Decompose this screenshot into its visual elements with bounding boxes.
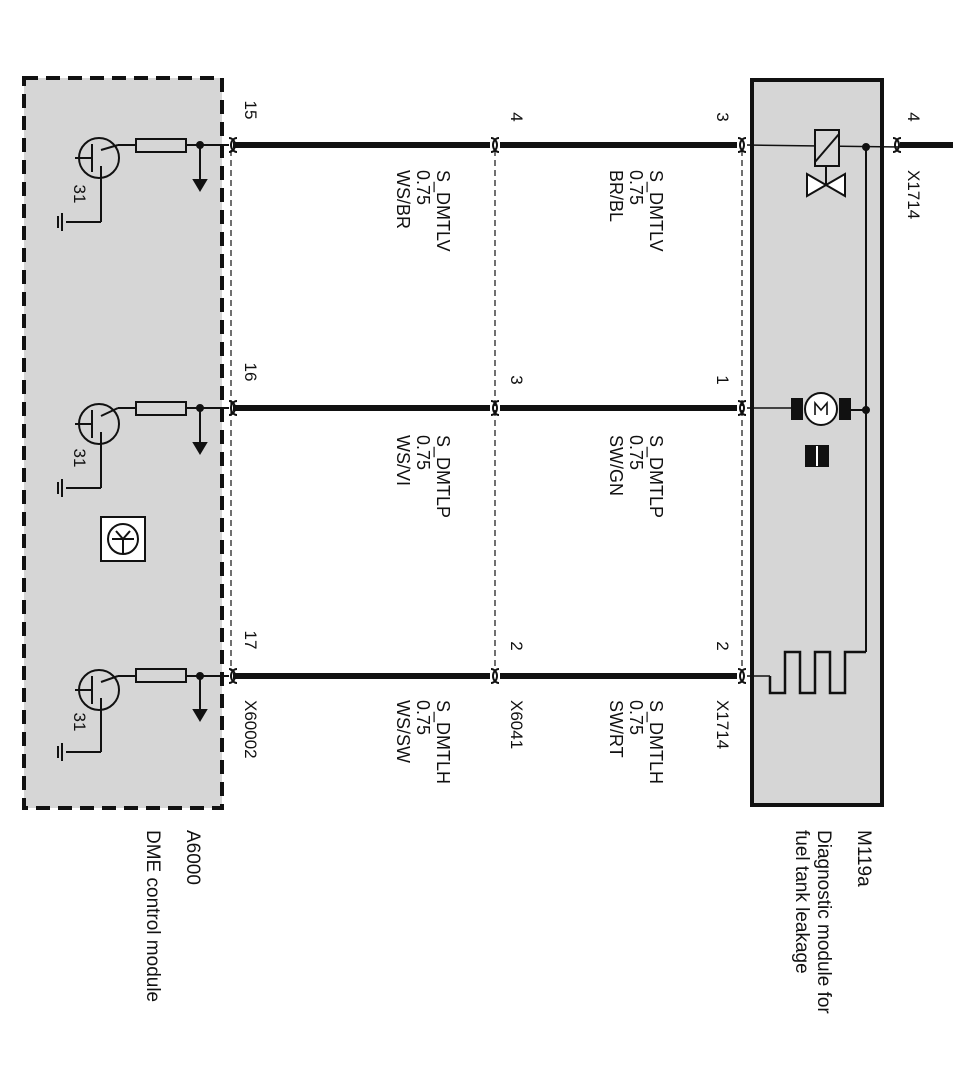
wire-gauge: 0.75 [626, 700, 646, 735]
wire-gauge: 0.75 [626, 435, 646, 470]
wire-gauge: 0.75 [413, 700, 433, 735]
wire-signal: S_DMTLV [645, 170, 666, 252]
wire-color: BR/BL [606, 170, 626, 222]
m119a-module-box [750, 78, 884, 807]
a6000-module-label: A6000 DME control module [142, 830, 203, 1002]
wire-color: WS/BR [393, 170, 413, 229]
wire-signal: S_DMTLH [432, 700, 453, 784]
ground-symbols [57, 213, 63, 761]
internal-supply-bus [850, 143, 870, 652]
wire-signal: S_DMTLV [432, 170, 453, 252]
pump-motor-icon [791, 392, 851, 467]
a6000-pin-15: 15 [241, 101, 260, 120]
x1714-pin-1: 1 [713, 375, 732, 384]
connector-x1714: X1714 [713, 700, 732, 749]
x6041-pin-4: 4 [507, 112, 526, 121]
transistor-driver-1 [66, 137, 229, 223]
connector-x6041: X6041 [507, 700, 526, 749]
top-right-pin-4: 4 [904, 112, 923, 121]
connector-terminals [228, 137, 902, 684]
wire-gauge: 0.75 [413, 170, 433, 205]
wire-label-left-2: S_DMTLP 0.75 WS/VI [393, 435, 453, 518]
wire-label-left-3: S_DMTLH 0.75 WS/SW [393, 700, 453, 784]
solenoid-valve-icon [806, 129, 846, 198]
a6000-module-box [22, 76, 224, 810]
x1714-pin-3: 3 [713, 112, 732, 121]
wire-signal: S_DMTLP [432, 435, 453, 518]
wire-color: SW/RT [606, 700, 626, 758]
wire-label-right-3: S_DMTLH 0.75 SW/RT [606, 700, 666, 784]
wire-gauge: 0.75 [626, 170, 646, 205]
m119a-name-line1: Diagnostic module for [813, 830, 834, 1014]
a6000-id: A6000 [182, 830, 203, 885]
wire-signal: S_DMTLP [645, 435, 666, 518]
wire-signal: S_DMTLH [645, 700, 666, 784]
wire-s-dmtlv [233, 142, 953, 148]
m119a-id: M119a [853, 830, 874, 887]
wire-label-right-2: S_DMTLP 0.75 SW/GN [606, 435, 666, 518]
ground-31-label-1: 31 [70, 185, 89, 204]
a6000-pin-17: 17 [241, 631, 260, 650]
x6041-pin-3: 3 [507, 375, 526, 384]
ground-31-label-3: 31 [70, 713, 89, 732]
transistor-driver-3 [66, 668, 229, 753]
ground-31-label-2: 31 [70, 449, 89, 468]
transistor-symbol-icon [100, 516, 146, 562]
m119a-module-label: M119a Diagnostic module for fuel tank le… [791, 830, 874, 1014]
connector-x1714-top: X1714 [904, 170, 923, 219]
wire-label-right-1: S_DMTLV 0.75 BR/BL [606, 170, 666, 252]
x6041-pin-2: 2 [507, 641, 526, 650]
transistor-driver-2 [66, 401, 229, 489]
a6000-name: DME control module [142, 830, 163, 1002]
x1714-pin-2: 2 [713, 641, 732, 650]
wire-gauge: 0.75 [413, 435, 433, 470]
m119a-name-line2: fuel tank leakage [791, 830, 812, 974]
wire-color: SW/GN [606, 435, 626, 496]
wire-color: WS/VI [393, 435, 413, 486]
heater-element-icon [768, 650, 866, 695]
wire-label-left-1: S_DMTLV 0.75 WS/BR [393, 170, 453, 252]
a6000-pin-16: 16 [241, 363, 260, 382]
connector-x60002: X60002 [241, 700, 260, 759]
wire-color: WS/SW [393, 700, 413, 763]
